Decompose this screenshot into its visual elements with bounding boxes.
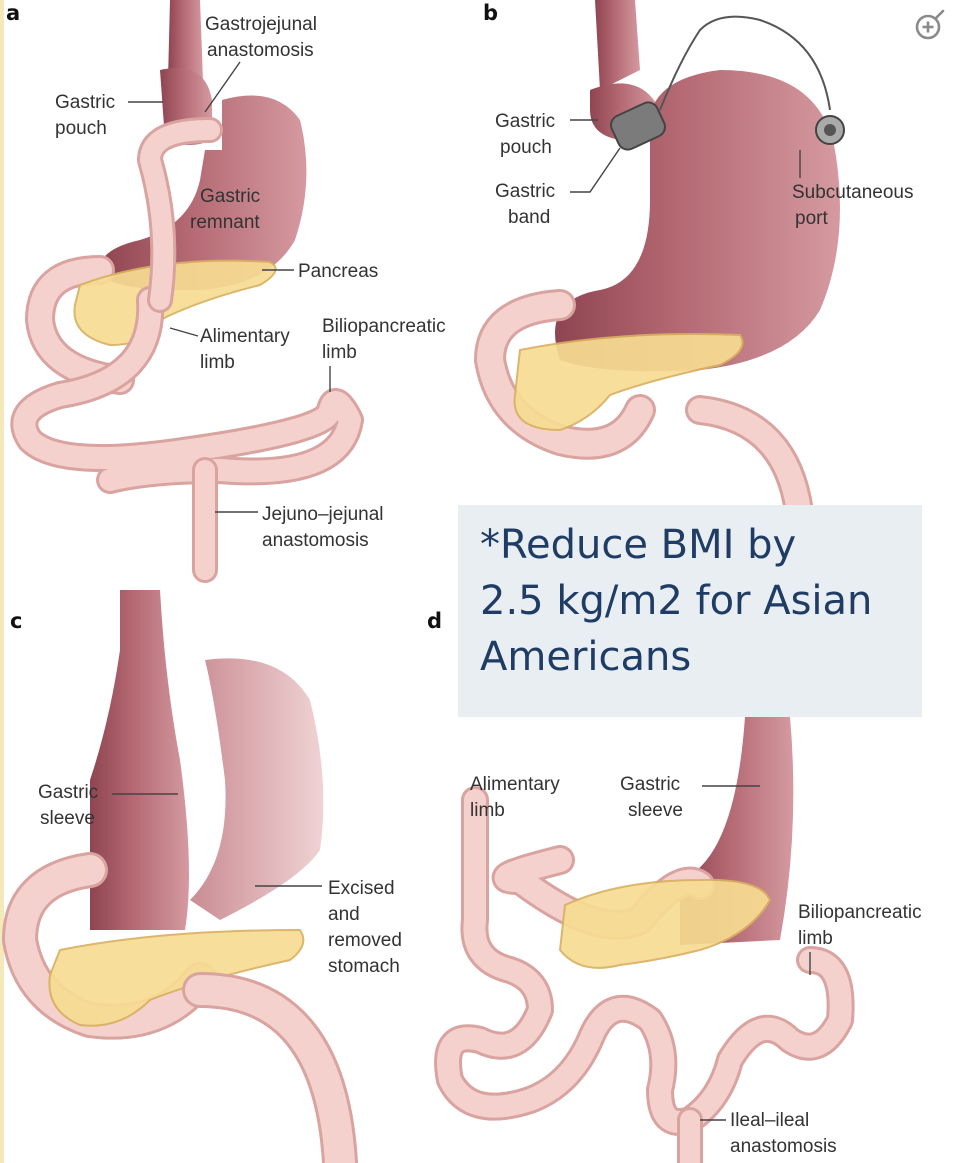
panel-b: b Gastric pouch Gastric band Subcutaneou… (483, 0, 914, 520)
label-alimentary-a: Alimentary (200, 326, 290, 347)
label-biliopancreatic-a: Biliopancreatic (322, 316, 446, 337)
esophagus (168, 0, 203, 80)
label-port: port (795, 208, 828, 229)
bmi-callout-text: *Reduce BMI by 2.5 kg/m2 for Asian Ameri… (480, 517, 922, 685)
leader-gastric-band (570, 148, 620, 192)
label-ileal-ileal: Ileal–ileal (730, 1110, 809, 1131)
pancreas-d (560, 880, 770, 968)
label-pouch-b: pouch (500, 137, 552, 158)
label-and: and (328, 904, 360, 925)
panel-a: a Gastrojejunal anastomosis Gastric pouc… (6, 0, 446, 570)
label-alimentary-d: Alimentary (470, 774, 560, 795)
panel-d-letter: d (427, 609, 442, 633)
label-removed: removed (328, 930, 402, 951)
label-gastric2-b: Gastric (495, 181, 555, 202)
label-gastric-remnant-2: remnant (190, 212, 260, 233)
panel-b-letter: b (483, 1, 498, 25)
label-band-b: band (508, 207, 550, 228)
label-gastric-b: Gastric (495, 111, 555, 132)
label-sleeve-d: sleeve (628, 800, 683, 821)
label-excised: Excised (328, 878, 395, 899)
label-limb2-d: limb (798, 928, 833, 949)
label-sleeve-c: sleeve (40, 808, 95, 829)
bmi-callout: *Reduce BMI by 2.5 kg/m2 for Asian Ameri… (458, 505, 922, 717)
panel-c-letter: c (10, 609, 22, 633)
label-limb2-a: limb (322, 342, 357, 363)
leader-alimentary-a (170, 328, 198, 336)
label-limb-a: limb (200, 352, 235, 373)
label-gastric-a: Gastric (55, 92, 115, 113)
label-gastric-c: Gastric (38, 782, 98, 803)
label-stomach: stomach (328, 956, 400, 977)
label-anastomosis-d: anastomosis (730, 1136, 837, 1157)
label-subcutaneous: Subcutaneous (792, 182, 914, 203)
label-biliopancreatic-d: Biliopancreatic (798, 902, 922, 923)
label-gastric-d: Gastric (620, 774, 680, 795)
label-gastrojejunal: Gastrojejunal (205, 14, 317, 35)
label-gastric-remnant-1: Gastric (200, 186, 260, 207)
zoom-in-icon[interactable] (913, 8, 947, 42)
panel-c: c Gastric sleeve Excised and removed sto… (10, 590, 402, 1163)
excised-stomach (190, 658, 323, 920)
esophagus-b (595, 0, 640, 90)
label-pancreas-a: Pancreas (298, 261, 378, 282)
label-pouch-a: pouch (55, 118, 107, 139)
label-anastomosis-a: anastomosis (207, 40, 314, 61)
panel-a-letter: a (6, 1, 20, 25)
label-anastomosis2-a: anastomosis (262, 530, 369, 551)
label-limb-d: limb (470, 800, 505, 821)
label-jejuno-jejunal: Jejuno–jejunal (262, 504, 384, 525)
